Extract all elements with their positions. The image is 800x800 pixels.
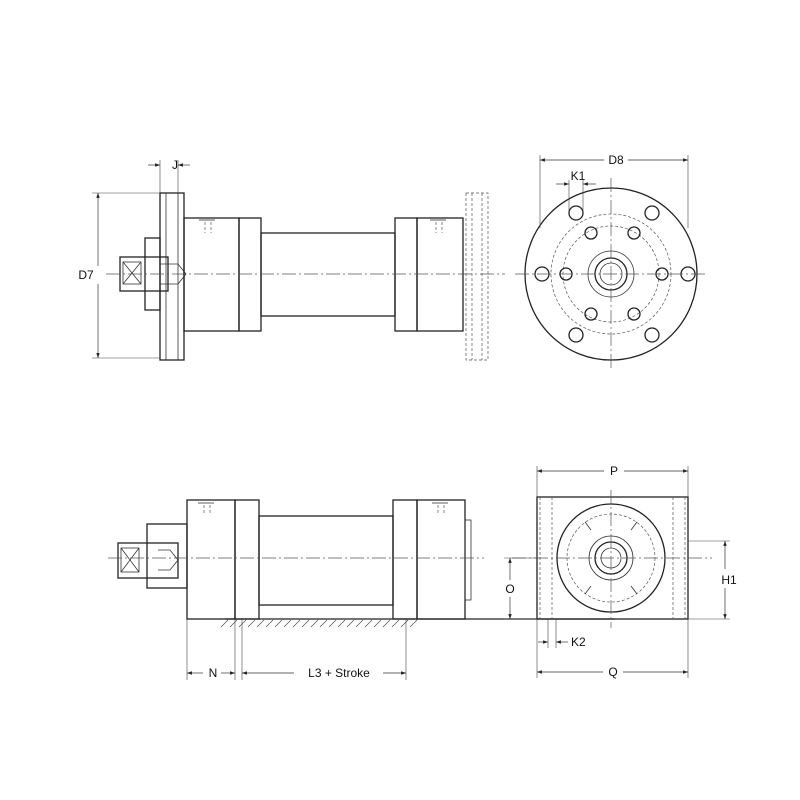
dimension-l3-stroke: L3 + Stroke (241, 619, 407, 680)
label-q: Q (608, 665, 617, 679)
dimension-n: N (186, 619, 236, 680)
side-view-flange-mount (106, 192, 505, 361)
front-view-foot-mount (512, 490, 712, 628)
label-d7: D7 (78, 268, 94, 282)
dimension-q: Q (536, 619, 689, 679)
label-p: P (610, 464, 618, 478)
dimension-d7: D7 (78, 192, 160, 359)
dimension-o: O (504, 557, 537, 620)
label-k2: K2 (571, 635, 586, 649)
front-view-flange (515, 178, 707, 370)
dimension-h1: H1 (688, 540, 737, 620)
label-o: O (505, 582, 514, 596)
label-n: N (209, 666, 218, 680)
label-l3-stroke: L3 + Stroke (308, 666, 370, 680)
side-view-foot-mount (108, 499, 615, 620)
label-d8: D8 (608, 153, 624, 167)
label-j: J (172, 158, 178, 172)
dimension-p: P (536, 464, 689, 497)
dimension-k1: K1 (556, 169, 596, 212)
dimension-d8: D8 (539, 153, 689, 228)
dimension-k2: K2 (538, 619, 586, 649)
dimension-j: J (148, 158, 190, 193)
ground-hatching (220, 619, 418, 628)
label-h1: H1 (721, 573, 737, 587)
label-k1: K1 (571, 169, 586, 183)
